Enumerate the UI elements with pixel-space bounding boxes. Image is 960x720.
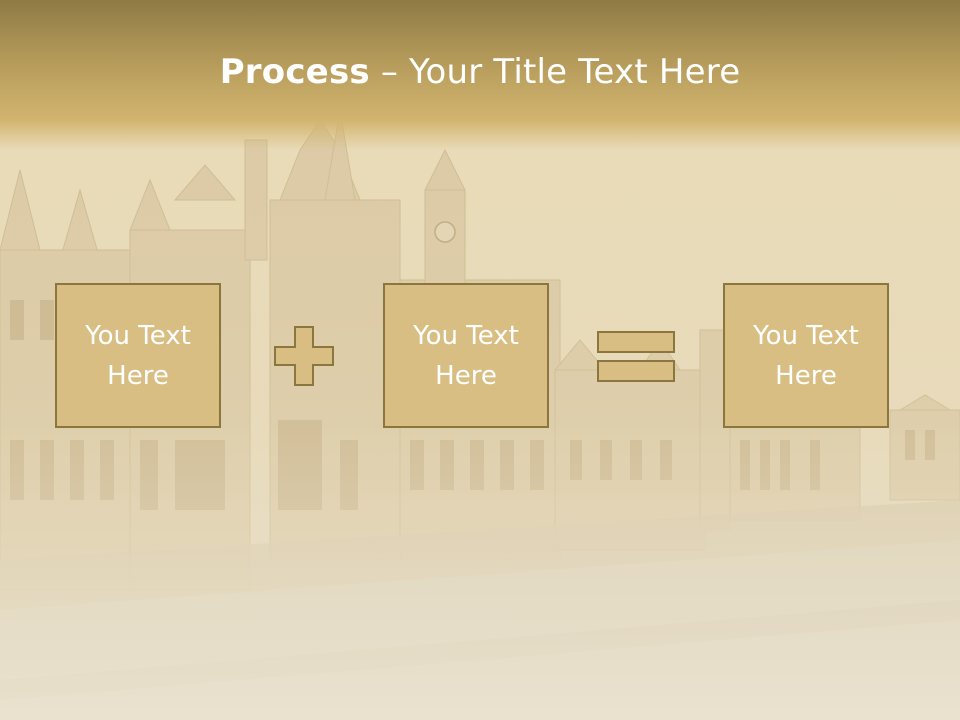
header-band bbox=[0, 0, 960, 150]
process-box-1-line2: Here bbox=[107, 360, 169, 391]
process-box-2-line2: Here bbox=[435, 360, 497, 391]
process-box-3-line2: Here bbox=[775, 360, 837, 391]
process-box-1-line1: You Text bbox=[85, 320, 191, 351]
title-rest-part: – Your Title Text Here bbox=[369, 52, 741, 92]
process-box-1: You Text Here bbox=[55, 283, 221, 428]
process-box-3: You Text Here bbox=[723, 283, 889, 428]
process-box-2-line1: You Text bbox=[413, 320, 519, 351]
equals-icon bbox=[597, 331, 675, 382]
plus-icon bbox=[274, 326, 334, 386]
slide-title: Process – Your Title Text Here bbox=[0, 52, 960, 92]
title-bold-part: Process bbox=[219, 52, 370, 92]
process-box-3-line1: You Text bbox=[753, 320, 859, 351]
process-box-2: You Text Here bbox=[383, 283, 549, 428]
